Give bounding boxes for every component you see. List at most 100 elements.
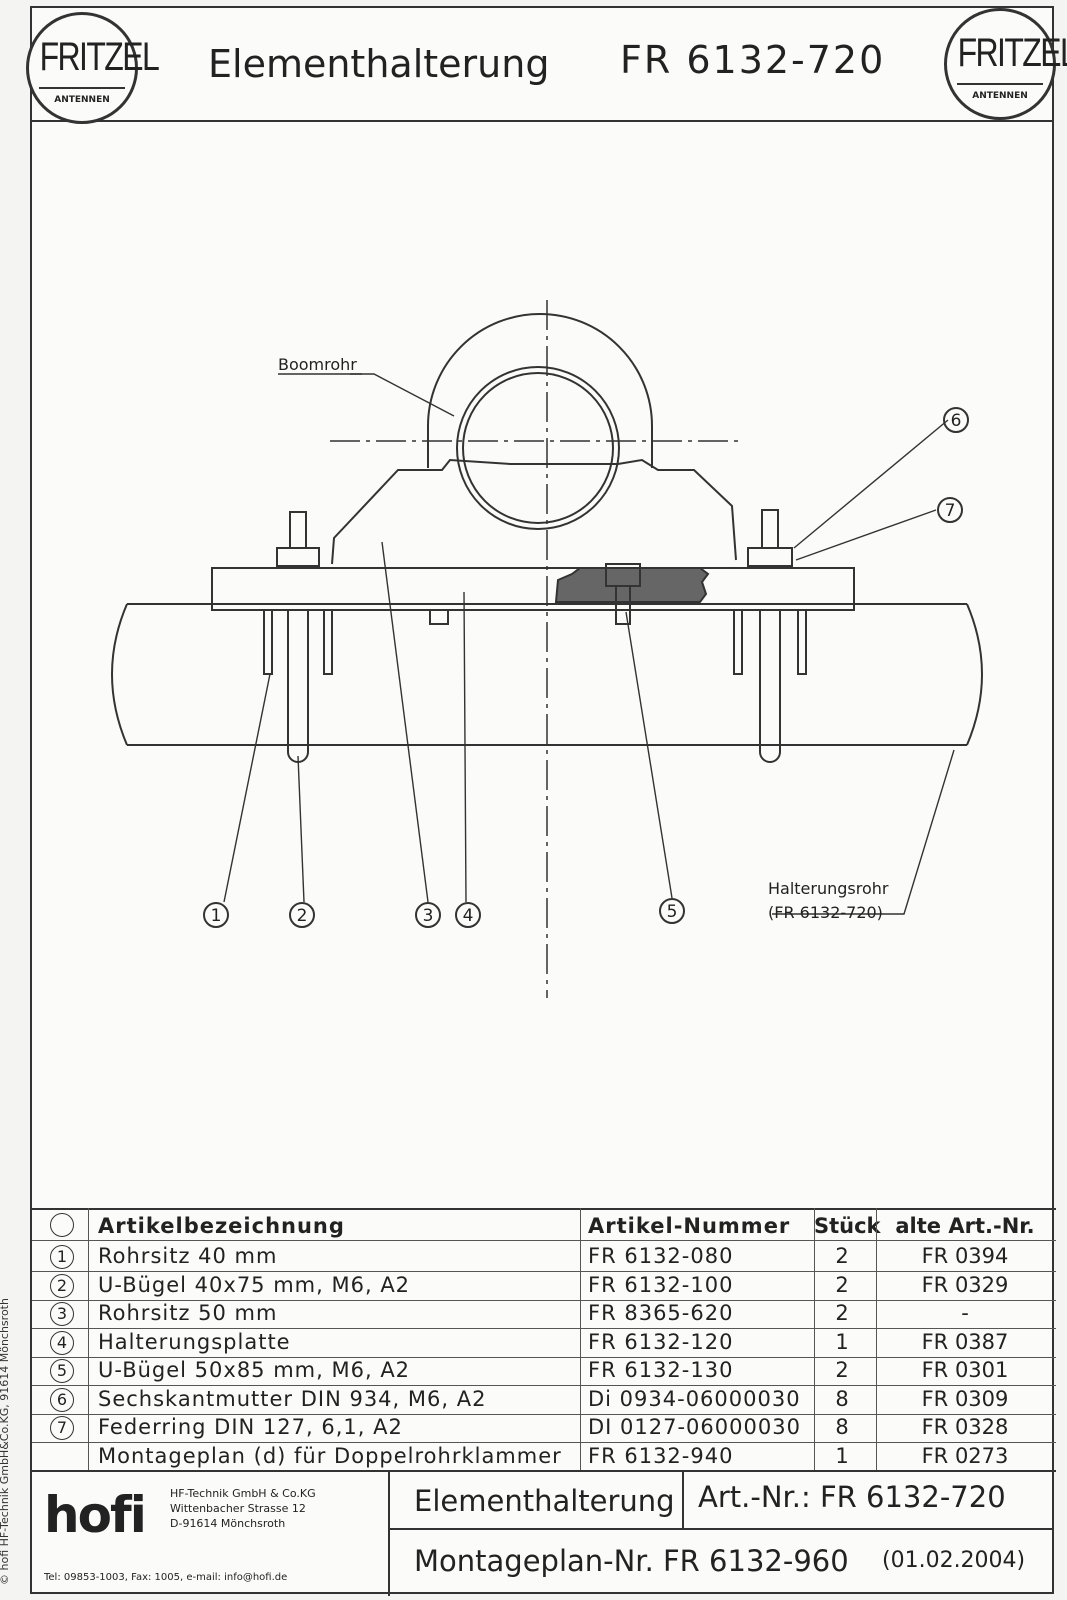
callout-4: 4 — [455, 902, 481, 928]
article-number-cell: FR 6132-130 — [588, 1358, 734, 1382]
old-article-cell: FR 0273 — [921, 1443, 1009, 1468]
position-circle: 7 — [50, 1416, 74, 1440]
quantity-cell: 1 — [835, 1329, 849, 1354]
halterungsrohr-shape — [127, 603, 967, 746]
logo-subtext: ANTENNEN — [972, 91, 1028, 101]
svg-text:1: 1 — [211, 906, 222, 926]
position-cell: 5 — [36, 1357, 88, 1383]
old-article-cell: FR 0329 — [921, 1272, 1009, 1297]
right-u-bolt-leg — [759, 610, 781, 763]
article-number-cell: FR 6132-080 — [588, 1244, 734, 1268]
position-circle: 6 — [50, 1387, 74, 1412]
footer-date: (01.02.2004) — [882, 1548, 1026, 1573]
quantity-cell: 1 — [835, 1443, 849, 1468]
lower-stud — [429, 609, 449, 625]
article-number-cell: FR 6132-100 — [588, 1272, 734, 1297]
company-contact: Tel: 09853-1003, Fax: 1005, e-mail: info… — [44, 1572, 288, 1583]
svg-text:2: 2 — [297, 906, 308, 926]
right-clamp-leg-b — [797, 609, 807, 675]
empty-circle-icon — [50, 1213, 74, 1237]
left-clamp-leg-a — [263, 609, 273, 675]
callout-6: 6 — [943, 407, 969, 433]
left-clamp-leg-b — [323, 609, 333, 675]
position-cell: 6 — [36, 1386, 88, 1412]
hofi-logo: hofi — [44, 1486, 147, 1544]
fritzel-logo-left: FRITZEL ANTENNEN — [26, 12, 160, 124]
drawing-sheet: FRITZEL ANTENNEN Elementhalterung FR 613… — [26, 6, 1067, 1596]
old-article-header: alte Art.-Nr. — [895, 1214, 1035, 1238]
halterungsplatte-shape — [211, 567, 855, 611]
article-number-header: Artikel-Nummer — [588, 1214, 791, 1238]
parts-table-row: 4 Halterungsplatte FR 6132-120 1 FR 0387 — [32, 1328, 1056, 1358]
sheet-header: FRITZEL ANTENNEN Elementhalterung FR 613… — [26, 8, 1067, 124]
rohrsitz-shape — [331, 458, 737, 565]
description-cell: Federring DIN 127, 6,1, A2 — [98, 1415, 403, 1439]
article-number-cell: DI 0127-06000030 — [588, 1415, 801, 1439]
halterungsrohr-reference: (FR 6132-720) — [768, 903, 883, 922]
position-cell: 2 — [36, 1272, 88, 1298]
right-thread — [761, 509, 779, 549]
callout-5: 5 — [659, 898, 685, 924]
position-circle: 2 — [50, 1273, 74, 1298]
logo-subtext: ANTENNEN — [54, 95, 110, 105]
svg-text:7: 7 — [945, 501, 956, 521]
svg-text:4: 4 — [463, 906, 474, 926]
boomrohr-inner — [462, 372, 614, 524]
parts-table-header: Artikelbezeichnung Artikel-Nummer Stück … — [32, 1212, 1056, 1241]
svg-text:3: 3 — [423, 906, 434, 926]
fritzel-logo-right: FRITZEL ANTENNEN — [944, 8, 1067, 120]
quantity-cell: 8 — [835, 1386, 849, 1411]
boomrohr-outer — [456, 366, 620, 530]
left-thread — [289, 511, 307, 549]
quantity-cell: 2 — [835, 1301, 849, 1325]
parts-table: Artikelbezeichnung Artikel-Nummer Stück … — [32, 1208, 1056, 1472]
footer-article-number: Art.-Nr.: FR 6132-720 — [698, 1480, 1006, 1514]
description-cell: U-Bügel 50x85 mm, M6, A2 — [98, 1358, 411, 1382]
article-number-cell: FR 6132-940 — [588, 1443, 734, 1468]
parts-table-row: 1 Rohrsitz 40 mm FR 6132-080 2 FR 0394 — [32, 1242, 1056, 1272]
article-number-cell: FR 6132-120 — [588, 1329, 734, 1354]
sheet-article-number: FR 6132-720 — [620, 38, 886, 82]
callout-3: 3 — [415, 902, 441, 928]
old-article-cell: FR 0328 — [921, 1415, 1009, 1439]
copyright-notice: © hofi HF-Technik GmbH&Co.KG, 91614 Mönc… — [0, 1298, 11, 1585]
technical-drawing: Boomrohr Halterungsrohr (FR 6132-720) 1 … — [111, 300, 983, 998]
description-header: Artikelbezeichnung — [98, 1214, 345, 1238]
description-cell: Halterungsplatte — [98, 1329, 291, 1354]
halterungsrohr-label: Halterungsrohr — [768, 879, 889, 898]
description-cell: Rohrsitz 50 mm — [98, 1301, 278, 1325]
tube-break-left — [111, 603, 128, 746]
title-block: hofi HF-Technik GmbH & Co.KG Wittenbache… — [32, 1470, 1056, 1596]
old-article-cell: FR 0394 — [921, 1244, 1009, 1268]
quantity-cell: 2 — [835, 1244, 849, 1268]
quantity-header: Stück — [814, 1214, 881, 1238]
callout-group: 1 2 3 4 5 6 7 — [203, 407, 969, 928]
right-clamp-leg-a — [733, 609, 743, 675]
footer-montageplan-number: Montageplan-Nr. FR 6132-960 — [414, 1544, 849, 1578]
old-article-cell: FR 0309 — [921, 1386, 1009, 1411]
svg-text:5: 5 — [667, 902, 678, 922]
position-circle: 4 — [50, 1330, 74, 1355]
position-cell: 7 — [36, 1414, 88, 1440]
callout-1: 1 — [203, 902, 229, 928]
tube-break-right — [966, 603, 983, 746]
position-cell: 1 — [36, 1243, 88, 1269]
description-cell: Rohrsitz 40 mm — [98, 1244, 278, 1268]
quantity-cell: 2 — [835, 1272, 849, 1297]
left-nut — [276, 547, 320, 567]
svg-text:6: 6 — [951, 411, 962, 431]
position-cell: 4 — [36, 1329, 88, 1355]
center-bolt — [615, 585, 631, 625]
left-u-bolt-leg — [287, 610, 309, 763]
company-block: hofi HF-Technik GmbH & Co.KG Wittenbache… — [32, 1472, 390, 1596]
callout-7: 7 — [937, 497, 963, 523]
quantity-cell: 2 — [835, 1358, 849, 1382]
article-number-cell: Di 0934-06000030 — [588, 1386, 801, 1411]
old-article-cell: FR 0387 — [921, 1329, 1009, 1354]
u-buegel-top-shape — [427, 313, 653, 468]
symbol-header — [36, 1213, 88, 1242]
parts-table-row: 7 Federring DIN 127, 6,1, A2 DI 0127-06000… — [32, 1413, 1056, 1443]
